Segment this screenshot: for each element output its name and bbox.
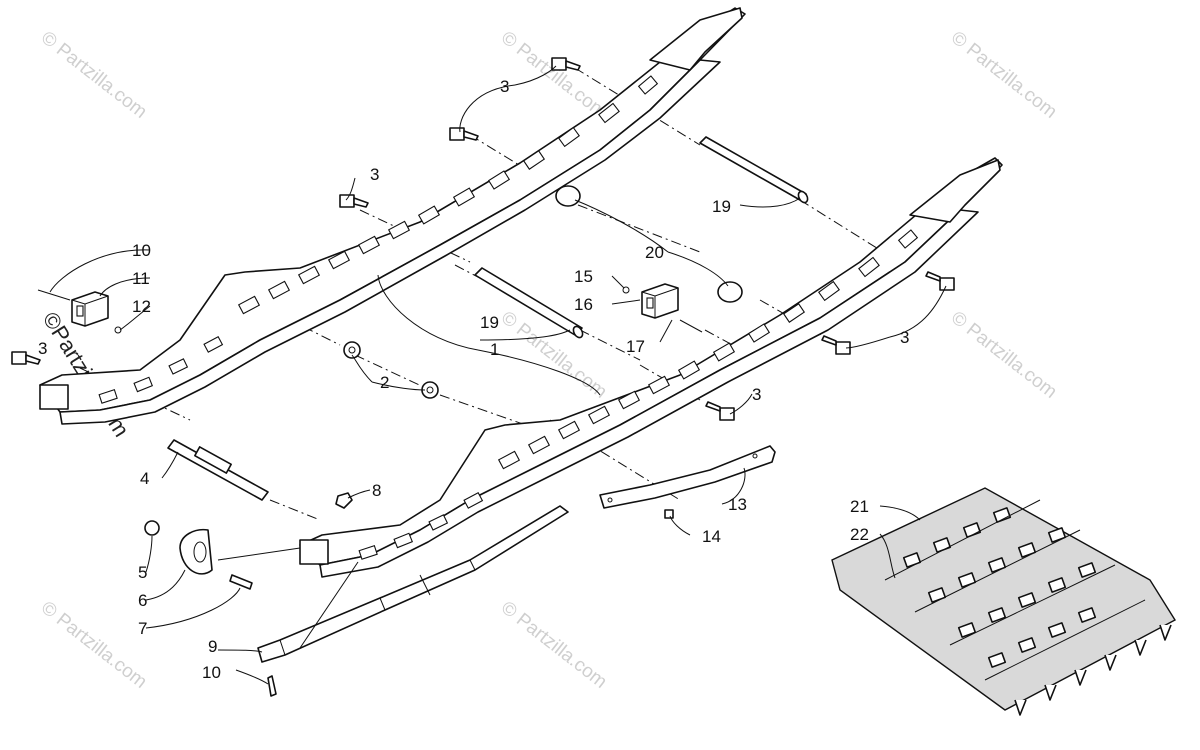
left-rail-slots xyxy=(98,75,659,404)
screw-18 xyxy=(679,319,703,333)
callout-3: 3 xyxy=(752,385,761,404)
left-rail-end-block xyxy=(39,384,69,410)
nut-16 xyxy=(622,286,630,294)
slider-body xyxy=(257,505,569,663)
screw-10 xyxy=(267,675,277,697)
callout-5: 5 xyxy=(138,563,147,582)
screw-15 xyxy=(664,509,674,519)
bolt-icon xyxy=(551,57,581,71)
idler-parts xyxy=(144,492,353,590)
callout-3: 3 xyxy=(38,339,47,358)
track-clip-rows xyxy=(884,499,1146,681)
left-rail-lower-flange xyxy=(59,59,721,425)
callout-16: 15 xyxy=(574,267,593,286)
track-drive-teeth xyxy=(1014,624,1172,716)
callout-15: 14 xyxy=(702,527,721,546)
callout-3: 3 xyxy=(500,77,509,96)
callout-17: 16 xyxy=(574,295,593,314)
bolt-7 xyxy=(229,574,253,590)
left-slide-rail xyxy=(39,7,746,425)
right-rail-front-tip xyxy=(909,159,1001,223)
callout-19: 19 xyxy=(712,197,731,216)
callout-2: 2 xyxy=(380,373,389,392)
right-rail-end-block xyxy=(299,539,329,565)
cross-shaft-19-upper xyxy=(699,136,807,201)
track-belt xyxy=(831,487,1176,716)
callout-8: 8 xyxy=(372,481,381,500)
callout-4: 4 xyxy=(140,469,149,488)
stop-block-12 xyxy=(71,291,109,327)
callout-20: 20 xyxy=(645,243,664,262)
right-rail-slots xyxy=(358,229,919,560)
callout-21: 21 xyxy=(850,497,869,516)
callout-14: 13 xyxy=(728,495,747,514)
watermark: © Partzilla.com xyxy=(497,597,611,692)
spacer-20-upper xyxy=(555,185,581,207)
nut-13 xyxy=(114,326,122,334)
bolt-icon xyxy=(11,351,41,365)
wear-strip xyxy=(599,445,776,509)
callout-11: 10 xyxy=(132,241,151,260)
bolt-icon xyxy=(821,335,851,355)
rear-axle-shaft-4 xyxy=(167,439,269,501)
cross-shaft-19-lower xyxy=(474,267,583,336)
callout-3: 3 xyxy=(370,165,379,184)
bolt-icon xyxy=(925,271,955,291)
watermark: © Partzilla.com xyxy=(947,307,1061,402)
left-rail-front-tip xyxy=(649,7,743,71)
callout-19: 19 xyxy=(480,313,499,332)
watermark: © Partzilla.com xyxy=(37,27,151,122)
callout-10: 10 xyxy=(202,663,221,682)
callout-1: 1 xyxy=(490,340,499,359)
callout-3: 3 xyxy=(900,328,909,347)
watermark: © Partzilla.com xyxy=(947,27,1061,122)
axle-shaft xyxy=(167,439,269,501)
nut-5 xyxy=(144,520,160,536)
wear-strip-14 xyxy=(599,445,776,519)
callouts: 3 3 3 3 3 19 19 20 1 2 15 16 17 10 11 12… xyxy=(38,77,909,656)
callout-9: 9 xyxy=(208,637,217,656)
spacer-20-lower xyxy=(717,281,743,303)
track-lugs xyxy=(902,507,1097,668)
hifax-slider-9 xyxy=(257,505,569,697)
stop-blocks xyxy=(37,283,703,334)
pin-11 xyxy=(37,289,71,301)
callout-6: 6 xyxy=(138,591,147,610)
callout-7: 7 xyxy=(138,619,147,638)
right-rail-body xyxy=(299,157,1003,566)
spacers-and-washers xyxy=(343,185,743,399)
bolt-icon xyxy=(339,194,369,208)
watermark: © Partzilla.com xyxy=(37,597,151,692)
callout-13: 12 xyxy=(132,297,151,316)
callout-22: 22 xyxy=(850,525,869,544)
track-belt-section xyxy=(831,487,1176,711)
bolt-icon xyxy=(705,401,735,421)
right-slide-rail xyxy=(299,157,1003,578)
watermark: © Partzilla.com xyxy=(497,27,611,122)
nut-8 xyxy=(335,492,353,509)
callout-12: 11 xyxy=(132,269,150,288)
callout-18: 17 xyxy=(626,337,645,356)
leader-lines xyxy=(49,65,947,685)
right-rail-lower-flange xyxy=(319,209,979,578)
stop-block-17 xyxy=(641,283,679,319)
bolt-icon xyxy=(449,127,479,141)
cross-shafts xyxy=(474,136,809,339)
